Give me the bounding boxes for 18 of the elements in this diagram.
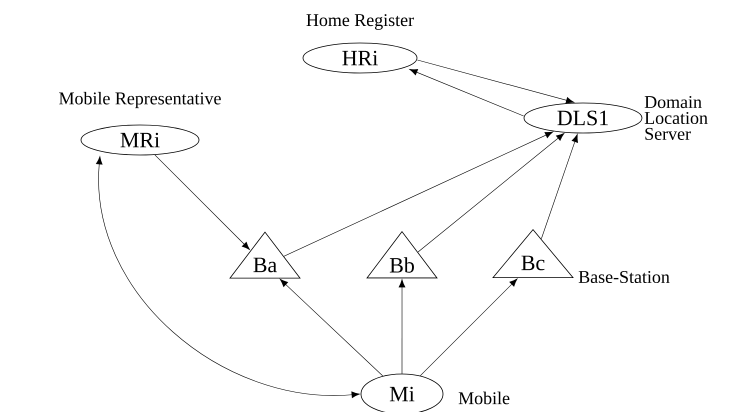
arrow <box>417 60 574 104</box>
node-caption: Base-Station <box>578 270 670 284</box>
node-caption: Home Register <box>306 14 414 30</box>
node-caption: Mobile Representative <box>59 92 221 108</box>
ellipse-node: MRi <box>80 124 200 156</box>
arrow <box>96 156 360 398</box>
arrow <box>154 154 250 250</box>
arrow <box>418 133 564 252</box>
ellipse-node: HRi <box>302 42 418 74</box>
node-caption: Mobile <box>458 392 510 404</box>
arrow <box>280 279 384 376</box>
node-caption: Domain Location Server <box>644 96 708 140</box>
arrow <box>420 278 518 376</box>
ellipse-node: DLS1 <box>524 102 642 134</box>
arrow <box>284 132 554 257</box>
arrow <box>398 279 406 374</box>
arrow <box>541 134 578 240</box>
arrow <box>409 69 524 116</box>
